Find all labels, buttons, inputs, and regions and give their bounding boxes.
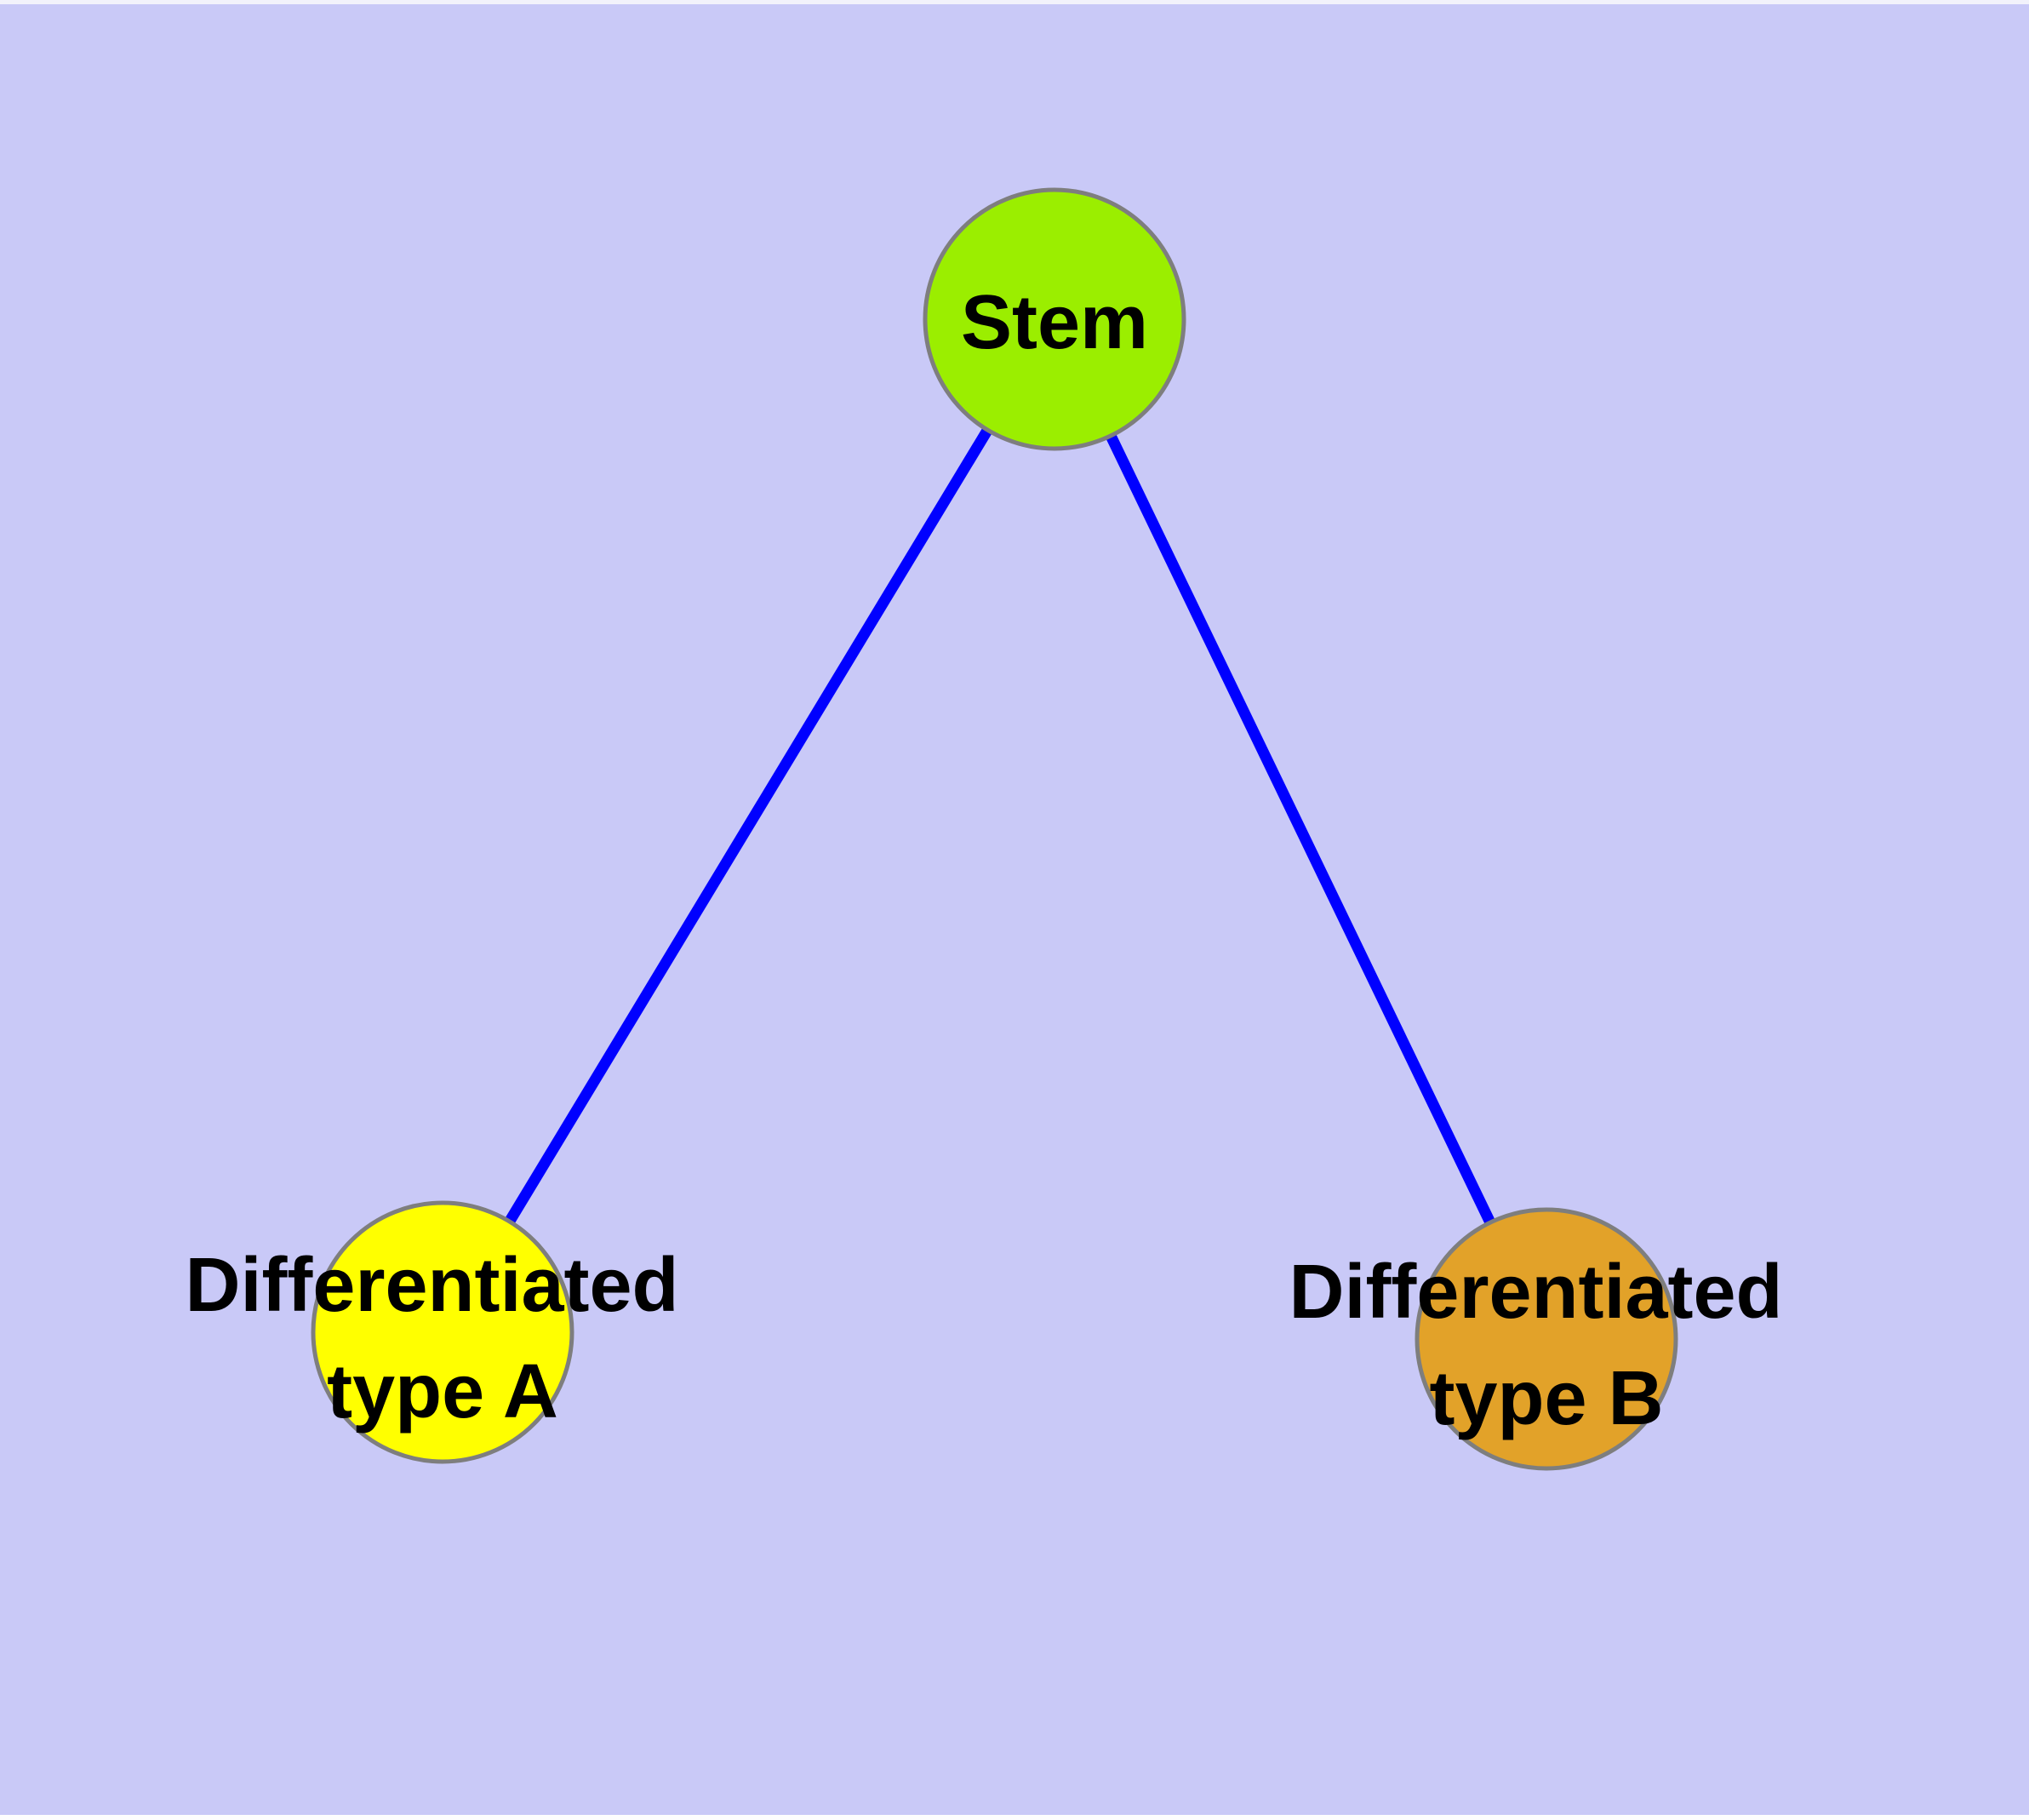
node-type-a-circle: [311, 1200, 574, 1464]
node-type-a-label-line1: Differentiated: [185, 1243, 678, 1328]
node-type-b-label-line2: type B: [1429, 1356, 1663, 1441]
node-type-a-label-line2: type A: [327, 1349, 558, 1434]
node-type-b-label: Differentiated type B: [1289, 1250, 1803, 1441]
node-stem-label-text: Stem: [961, 280, 1148, 365]
node-stem-label: Stem: [961, 280, 1148, 365]
node-differentiated-type-b: Differentiated type B: [1289, 1207, 1803, 1471]
window-top-edge: [0, 0, 2029, 4]
node-type-a-label: Differentiated type A: [185, 1243, 700, 1434]
node-stem: Stem: [923, 187, 1186, 451]
node-type-b-label-line1: Differentiated: [1289, 1250, 1782, 1335]
node-differentiated-type-a: Differentiated type A: [185, 1200, 700, 1464]
edge-stem-to-type-b: [1049, 317, 1552, 1342]
node-type-b-circle: [1415, 1207, 1678, 1471]
node-layer: Stem Differentiated type A Differentiate…: [185, 187, 1803, 1471]
node-stem-circle: [923, 187, 1186, 451]
edge-layer: [437, 316, 1552, 1342]
edge-stem-to-type-a: [437, 316, 1060, 1336]
window-bottom-edge: [0, 1815, 2029, 1820]
